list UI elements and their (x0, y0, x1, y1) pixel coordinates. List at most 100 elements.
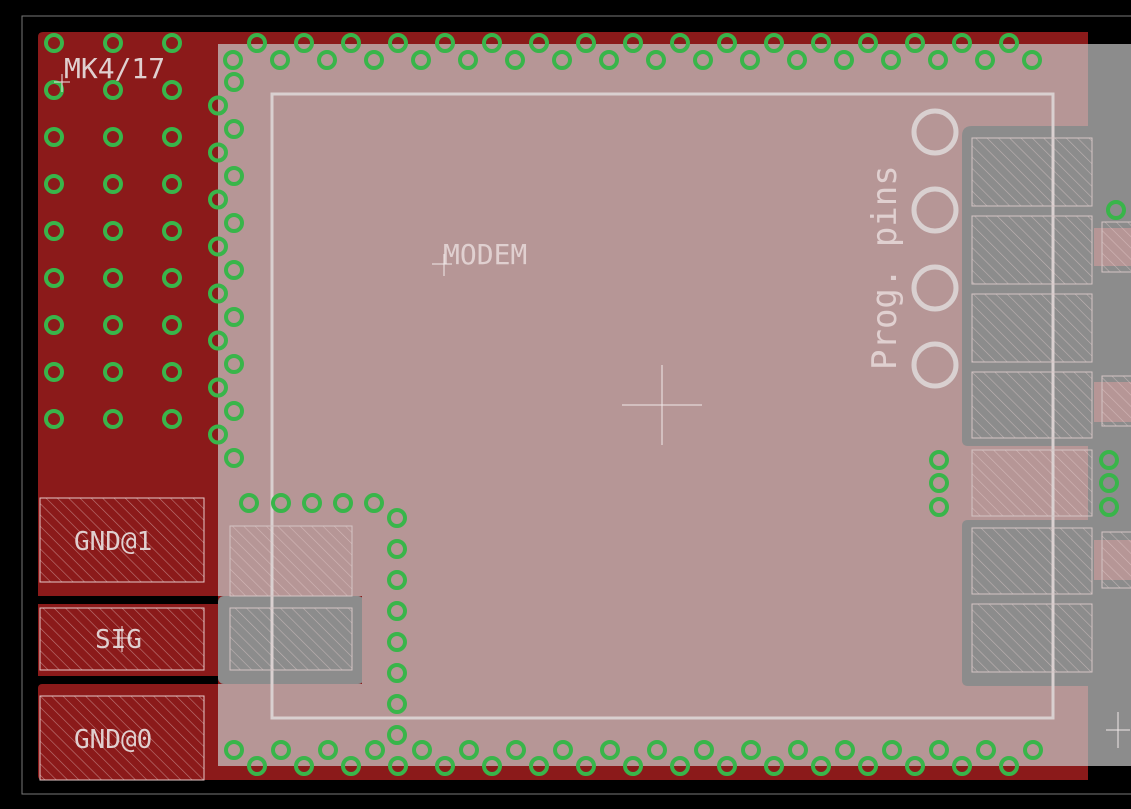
via-icon[interactable] (858, 33, 878, 53)
via-icon[interactable] (302, 493, 322, 513)
via-icon[interactable] (482, 33, 502, 53)
via-icon[interactable] (1099, 473, 1119, 493)
via-icon[interactable] (459, 740, 479, 760)
via-icon[interactable] (764, 756, 784, 776)
via-icon[interactable] (387, 539, 407, 559)
via-icon[interactable] (103, 409, 123, 429)
via-icon[interactable] (162, 409, 182, 429)
via-icon[interactable] (224, 307, 244, 327)
via-icon[interactable] (811, 33, 831, 53)
via-icon[interactable] (224, 354, 244, 374)
via-icon[interactable] (208, 330, 228, 351)
via-icon[interactable] (387, 601, 407, 621)
via-icon[interactable] (103, 315, 123, 335)
via-icon[interactable] (103, 33, 123, 53)
via-icon[interactable] (364, 50, 384, 70)
via-icon[interactable] (881, 50, 901, 70)
pad-sig[interactable] (39, 607, 205, 671)
via-icon[interactable] (44, 33, 64, 53)
via-icon[interactable] (208, 189, 228, 210)
via-icon[interactable] (693, 50, 713, 70)
via-icon[interactable] (224, 213, 244, 233)
via-icon[interactable] (553, 740, 573, 760)
pad[interactable] (971, 603, 1093, 673)
via-icon[interactable] (341, 756, 361, 776)
via-icon[interactable] (975, 50, 995, 70)
pad-gnd1[interactable] (39, 497, 205, 583)
via-icon[interactable] (224, 119, 244, 139)
via-icon[interactable] (576, 756, 596, 776)
via-icon[interactable] (162, 315, 182, 335)
via-icon[interactable] (270, 50, 290, 70)
via-icon[interactable] (1099, 497, 1119, 517)
via-icon[interactable] (482, 756, 502, 776)
via-icon[interactable] (247, 33, 267, 53)
via-icon[interactable] (412, 740, 432, 760)
via-icon[interactable] (387, 570, 407, 590)
pad[interactable] (971, 293, 1093, 363)
via-icon[interactable] (529, 756, 549, 776)
via-icon[interactable] (294, 756, 314, 776)
via-icon[interactable] (103, 174, 123, 194)
via-icon[interactable] (103, 268, 123, 288)
pad[interactable] (971, 371, 1093, 439)
via-icon[interactable] (529, 33, 549, 53)
via-icon[interactable] (162, 33, 182, 53)
via-icon[interactable] (162, 174, 182, 194)
via-icon[interactable] (646, 50, 666, 70)
via-icon[interactable] (647, 740, 667, 760)
via-icon[interactable] (239, 493, 259, 513)
via-icon[interactable] (952, 33, 972, 53)
via-icon[interactable] (44, 268, 64, 288)
pad[interactable] (971, 527, 1093, 595)
pad[interactable] (971, 137, 1093, 207)
via-icon[interactable] (835, 740, 855, 760)
via-icon[interactable] (224, 740, 244, 760)
via-icon[interactable] (905, 756, 925, 776)
via-icon[interactable] (294, 33, 314, 53)
via-icon[interactable] (333, 493, 353, 513)
via-icon[interactable] (208, 236, 228, 257)
via-icon[interactable] (600, 740, 620, 760)
via-icon[interactable] (858, 756, 878, 776)
via-icon[interactable] (929, 450, 949, 470)
via-icon[interactable] (623, 33, 643, 53)
via-icon[interactable] (224, 72, 244, 92)
via-icon[interactable] (208, 95, 228, 116)
via-icon[interactable] (364, 493, 384, 513)
via-icon[interactable] (44, 315, 64, 335)
via-icon[interactable] (44, 362, 64, 382)
pad-gnd0[interactable] (39, 695, 205, 781)
via-icon[interactable] (435, 756, 455, 776)
via-icon[interactable] (1106, 200, 1126, 220)
via-icon[interactable] (387, 632, 407, 652)
via-icon[interactable] (103, 127, 123, 147)
via-icon[interactable] (387, 725, 407, 745)
via-icon[interactable] (811, 756, 831, 776)
via-icon[interactable] (834, 50, 854, 70)
via-icon[interactable] (387, 663, 407, 683)
via-icon[interactable] (387, 694, 407, 714)
via-icon[interactable] (458, 50, 478, 70)
via-icon[interactable] (271, 493, 291, 513)
via-icon[interactable] (976, 740, 996, 760)
via-icon[interactable] (387, 508, 407, 528)
via-icon[interactable] (717, 756, 737, 776)
via-icon[interactable] (623, 756, 643, 776)
via-icon[interactable] (162, 127, 182, 147)
via-icon[interactable] (208, 142, 228, 163)
via-icon[interactable] (1099, 450, 1119, 470)
via-icon[interactable] (44, 409, 64, 429)
pad[interactable] (971, 215, 1093, 285)
via-icon[interactable] (208, 424, 228, 445)
via-icon[interactable] (694, 740, 714, 760)
via-icon[interactable] (162, 362, 182, 382)
via-icon[interactable] (44, 127, 64, 147)
pad-gnd1-mirror[interactable] (229, 525, 353, 597)
via-icon[interactable] (318, 740, 338, 760)
via-icon[interactable] (103, 362, 123, 382)
via-icon[interactable] (506, 740, 526, 760)
via-icon[interactable] (224, 448, 244, 468)
via-icon[interactable] (552, 50, 572, 70)
